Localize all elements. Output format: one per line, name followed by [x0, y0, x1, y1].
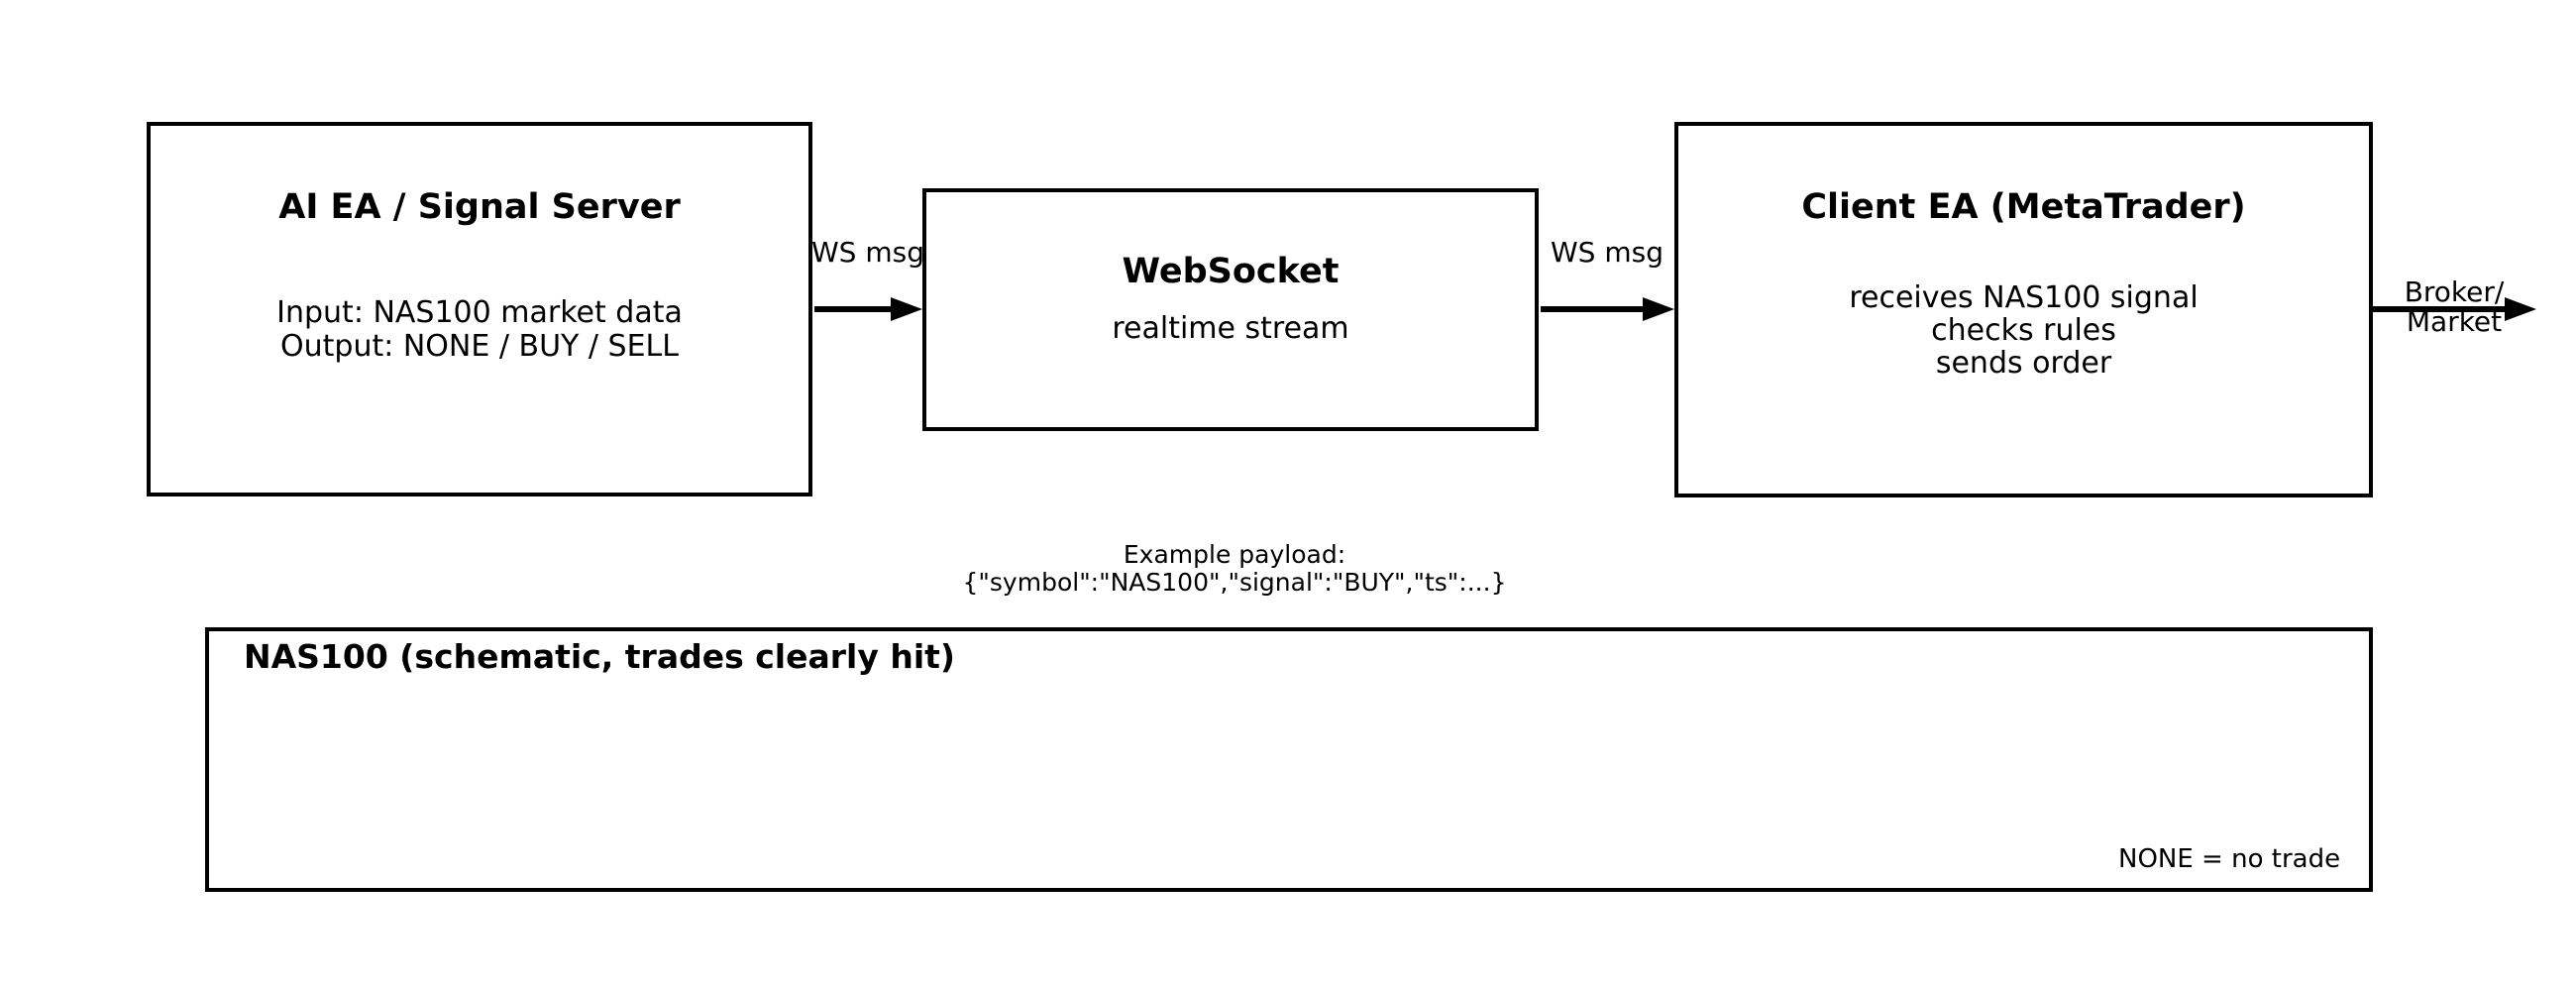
ws-msg-label-2: WS msg: [1551, 236, 1664, 269]
signal-server-output-line: Output: NONE / BUY / SELL: [280, 329, 679, 364]
chart-title: NAS100 (schematic, trades clearly hit): [244, 637, 956, 676]
broker-arrow: [2373, 297, 2536, 321]
client-ea-box: Client EA (MetaTrader) receives NAS100 s…: [1674, 122, 2373, 497]
signal-server-input-line: Input: NAS100 market data: [276, 295, 683, 330]
broker-label-line1: Broker/: [2404, 275, 2505, 308]
websocket-title: WebSocket: [1122, 252, 1340, 291]
ws-arrow-1: [814, 297, 922, 321]
ws-msg-label-1: WS msg: [811, 236, 924, 269]
client-ea-line-receives: receives NAS100 signal: [1849, 280, 2199, 315]
payload-caption: Example payload:: [1123, 540, 1346, 569]
signal-server-box: AI EA / Signal Server Input: NAS100 mark…: [147, 122, 812, 496]
chart-none-note: NONE = no trade: [2118, 844, 2341, 874]
client-ea-title: Client EA (MetaTrader): [1801, 187, 2246, 227]
broker-label-line2: Market: [2406, 305, 2503, 338]
websocket-box: WebSocket realtime stream: [922, 188, 1539, 431]
client-ea-line-checks: checks rules: [1931, 313, 2116, 348]
payload-json: {"symbol":"NAS100","signal":"BUY","ts":.…: [962, 568, 1507, 597]
signal-server-title: AI EA / Signal Server: [278, 187, 681, 227]
client-ea-line-sends: sends order: [1935, 346, 2112, 381]
chart-frame: [205, 627, 2373, 892]
ws-arrow-2: [1541, 297, 1674, 321]
websocket-subtitle: realtime stream: [1112, 311, 1349, 346]
